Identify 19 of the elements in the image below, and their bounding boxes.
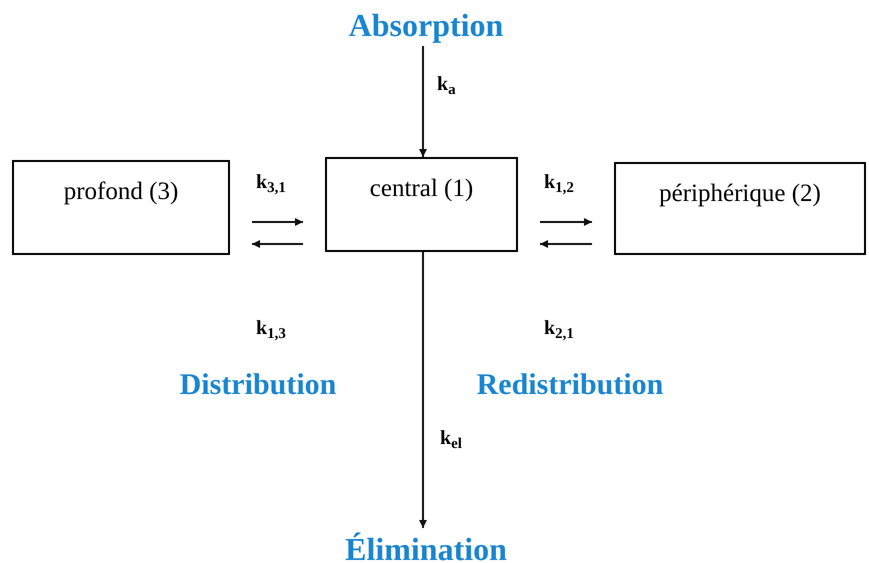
compartment-box: périphérique (2) [614, 162, 866, 255]
edge-label: k$_{3,1}$ [256, 172, 286, 192]
arrow [540, 218, 592, 226]
edge-label: k$_{el}$ [440, 428, 462, 448]
compartment-box: central (1) [325, 157, 518, 252]
arrow [419, 252, 427, 528]
edge-label: k$_{a}$ [437, 74, 456, 94]
arrow [252, 240, 303, 248]
edge-label: k$_{1,3}$ [256, 318, 286, 338]
edge-label: k$_{2,1}$ [544, 318, 574, 338]
edge-label: k$_{1,2}$ [544, 172, 574, 192]
arrow [419, 46, 427, 157]
phase-label: Distribution [178, 367, 338, 403]
compartment-box: profond (3) [12, 160, 230, 255]
arrow [252, 218, 303, 226]
arrow [540, 240, 592, 248]
phase-label: Redistribution [476, 367, 664, 403]
stage-title: Élimination [316, 528, 536, 563]
stage-title: Absorption [316, 4, 536, 46]
